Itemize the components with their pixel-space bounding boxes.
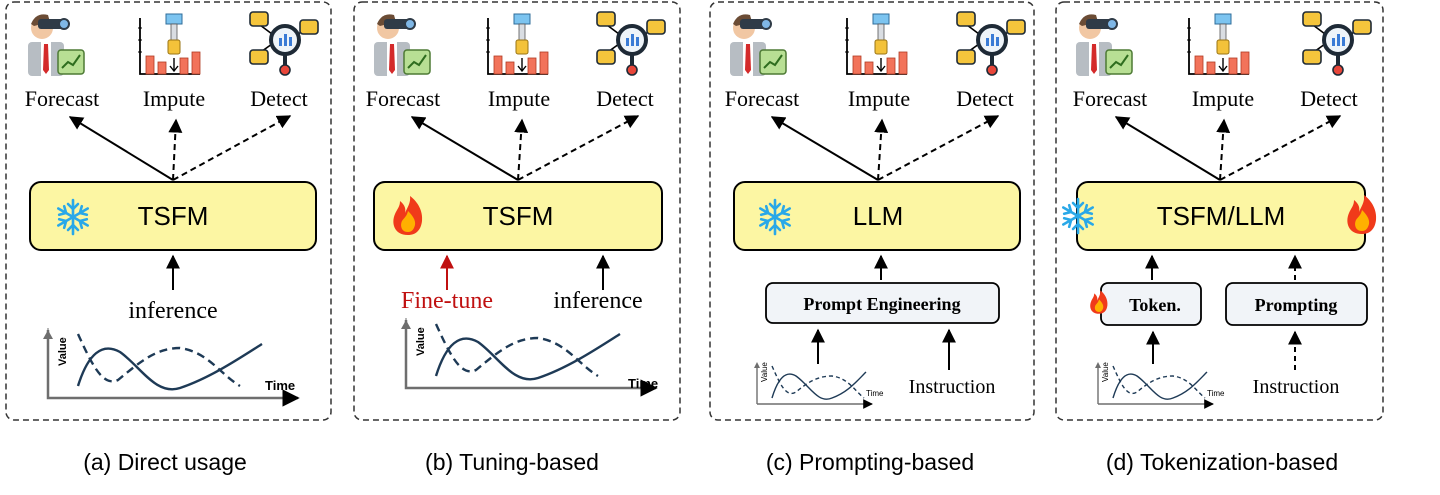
chart-value-label: Value — [1101, 362, 1110, 382]
finetune-label: Fine-tune — [401, 288, 493, 314]
detect-label: Detect — [956, 86, 1013, 111]
model-box — [733, 181, 1021, 251]
forecast-label: Forecast — [725, 86, 800, 111]
inference-label: inference — [553, 288, 642, 314]
forecast-label: Forecast — [366, 86, 441, 111]
panel-c: Forecast Impute Detect LLM Prompt Engine… — [709, 1, 1035, 475]
arrow-to-impute — [168, 118, 183, 181]
panel-b: Forecast Impute Detect TSFM Fine-tune in… — [353, 1, 681, 475]
chart-time-label: Time — [628, 376, 658, 391]
detect-label: Detect — [1300, 86, 1357, 111]
panel-caption: (d) Tokenization-based — [1106, 449, 1338, 475]
arrow-to-impute — [874, 118, 889, 181]
timeseries-chart — [43, 328, 298, 398]
arrow-to-forecast — [1114, 116, 1221, 181]
arrow-to-detect — [517, 115, 640, 181]
panel-a: Forecast Impute Detect TSFM inference Va… — [5, 1, 332, 475]
model-label: LLM — [853, 201, 904, 231]
prompting-label: Prompting — [1255, 295, 1338, 315]
forecast-icon — [373, 13, 431, 77]
panel-caption: (c) Prompting-based — [766, 449, 974, 475]
token-label: Token. — [1129, 295, 1181, 315]
detect-label: Detect — [250, 86, 307, 111]
model-label: TSFM/LLM — [1157, 201, 1286, 231]
inference-label: inference — [128, 298, 217, 324]
arrow-to-detect — [877, 115, 1000, 181]
panel-border — [353, 1, 681, 421]
model-box — [373, 181, 663, 251]
prompt-engineering-box — [765, 282, 1000, 324]
arrow-to-forecast — [410, 116, 519, 181]
impute-icon — [844, 13, 908, 75]
arrow-to-forecast — [68, 116, 174, 181]
model-label: TSFM — [138, 201, 209, 231]
impute-icon — [137, 13, 201, 75]
detect-label: Detect — [596, 86, 653, 111]
chart-value-label: Value — [760, 362, 769, 382]
panel-border — [1055, 1, 1384, 421]
timeseries-chart-small — [1095, 362, 1213, 404]
model-box — [29, 181, 317, 251]
impute-icon — [485, 13, 549, 75]
arrow-to-forecast — [770, 116, 879, 181]
detect-icon — [1301, 10, 1373, 77]
panel-d: Forecast Impute Detect TSFM/LLM Token. P… — [1055, 1, 1384, 475]
chart-value-label: Value — [415, 327, 427, 356]
panel-border — [5, 1, 332, 421]
prompt-engineering-label: Prompt Engineering — [803, 294, 960, 314]
detect-icon — [248, 10, 320, 77]
panel-caption: (b) Tuning-based — [425, 449, 599, 475]
panel-border — [709, 1, 1035, 421]
impute-label: Impute — [488, 86, 550, 111]
impute-icon — [1186, 13, 1250, 75]
model-label: TSFM — [483, 201, 554, 231]
instruction-label: Instruction — [909, 376, 996, 398]
arrow-to-impute — [514, 118, 529, 181]
detect-icon — [595, 10, 667, 77]
arrow-to-impute — [1216, 118, 1231, 181]
chart-value-label: Value — [57, 337, 69, 366]
forecast-label: Forecast — [25, 86, 100, 111]
panel-caption: (a) Direct usage — [83, 449, 247, 475]
detect-icon — [955, 10, 1027, 77]
forecast-icon — [729, 13, 787, 77]
arrow-to-detect — [172, 115, 292, 181]
forecast-label: Forecast — [1073, 86, 1148, 111]
instruction-label: Instruction — [1253, 376, 1340, 398]
chart-time-label: Time — [866, 389, 884, 398]
impute-label: Impute — [143, 86, 205, 111]
forecast-icon — [27, 13, 85, 77]
impute-label: Impute — [848, 86, 910, 111]
arrow-to-detect — [1219, 115, 1342, 181]
forecast-icon — [1075, 13, 1133, 77]
prompting-box — [1225, 282, 1368, 326]
timeseries-chart-small — [754, 362, 872, 404]
timeseries-chart — [401, 318, 656, 388]
chart-time-label: Time — [265, 378, 295, 393]
chart-time-label: Time — [1207, 389, 1225, 398]
impute-label: Impute — [1192, 86, 1254, 111]
